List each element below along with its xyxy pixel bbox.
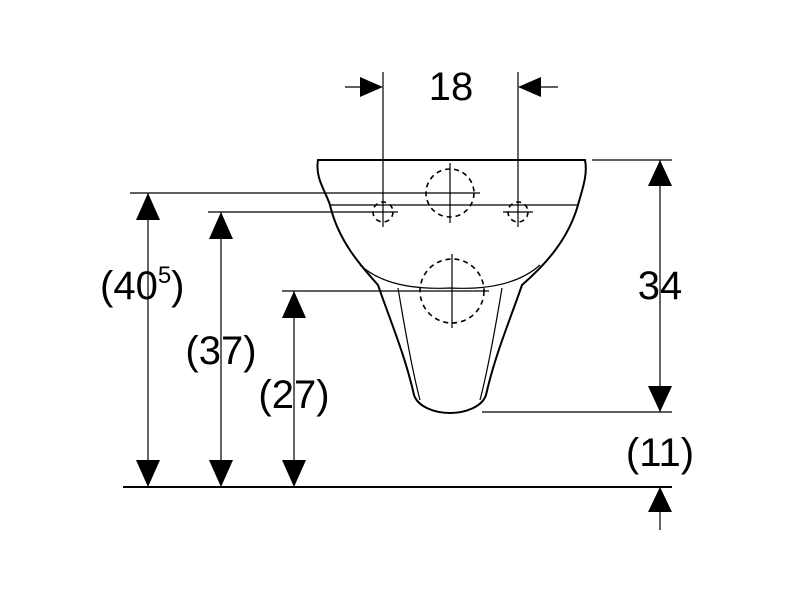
dimension-right-height: 34 xyxy=(638,160,683,412)
toilet-bowl-outline xyxy=(316,159,587,415)
dimension-label-right-height: 34 xyxy=(638,264,683,308)
mounting-holes xyxy=(368,163,533,328)
dimension-label-low-height: (27) xyxy=(258,373,329,417)
dimension-label-top-width: 18 xyxy=(429,65,474,109)
dimension-label-mid-height: (37) xyxy=(185,329,256,373)
dimension-bottom-offset: (11) xyxy=(626,431,694,530)
dimension-mid-height: (37) xyxy=(185,212,257,487)
extension-lines xyxy=(130,72,672,413)
dimension-total-height: (405) xyxy=(100,193,185,487)
dimension-top-width: 18 xyxy=(345,65,558,109)
dimension-label-total-height: (405) xyxy=(100,262,185,308)
dimension-label-total-height-close: ) xyxy=(171,264,184,308)
dimension-label-total-height-sup: 5 xyxy=(158,262,171,289)
dimension-label-bottom-offset: (11) xyxy=(626,431,694,475)
dimension-low-height: (27) xyxy=(258,291,330,487)
dimension-label-total-height-main: (40 xyxy=(100,264,158,308)
